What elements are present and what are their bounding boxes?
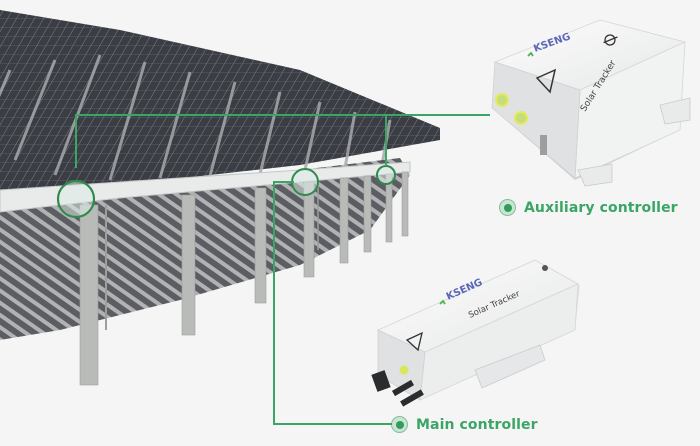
auxiliary-controller-label: Auxiliary controller <box>499 199 678 216</box>
radio-dot-icon <box>391 416 408 433</box>
controller-highlight-1 <box>56 179 96 219</box>
main-controller-label: Main controller <box>391 416 538 433</box>
auxiliary-controller-text: Auxiliary controller <box>524 199 678 216</box>
callout-lines <box>75 114 490 425</box>
high-voltage-warning-icon <box>535 68 557 94</box>
rotary-switch <box>371 370 391 392</box>
auxiliary-controller-device: KSENG Solar Tracker <box>491 19 691 187</box>
radio-dot-icon <box>499 199 516 216</box>
main-controller-device: KSENG Solar Tracker <box>371 259 580 407</box>
high-voltage-warning-icon <box>405 331 423 352</box>
main-controller-text: Main controller <box>416 416 538 433</box>
controller-highlight-2 <box>291 168 319 196</box>
compass-icon <box>542 265 548 271</box>
controller-highlight-3 <box>376 165 396 185</box>
